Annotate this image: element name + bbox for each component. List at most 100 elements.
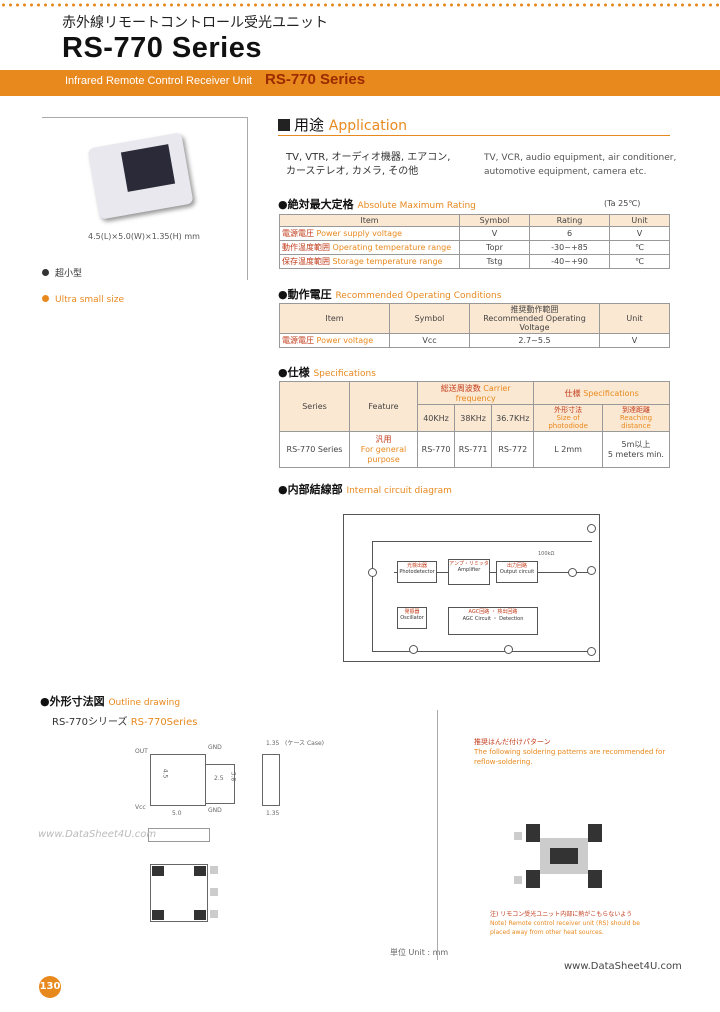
model-cell: RS-772 bbox=[491, 431, 535, 468]
note-en: placed away from other heat sources. bbox=[490, 929, 604, 936]
unit-cell: ℃ bbox=[609, 240, 670, 255]
solder-pad bbox=[588, 870, 602, 888]
circuit-wire bbox=[372, 651, 592, 652]
block-jp: 光検出器 bbox=[406, 563, 427, 569]
series-title: RS-770 Series bbox=[62, 32, 262, 64]
col-header-en: Recommended Operating Voltage bbox=[483, 314, 586, 332]
out-terminal bbox=[587, 566, 596, 575]
circuit-wire bbox=[372, 541, 592, 542]
table-row: 保存温度範囲 Storage temperature range Tstg -4… bbox=[279, 254, 670, 269]
pad bbox=[194, 866, 206, 876]
model-cell: RS-770 bbox=[416, 431, 456, 468]
page-number: 130 bbox=[39, 976, 61, 998]
col-header: Item bbox=[279, 303, 390, 334]
spec-en: Specifications bbox=[583, 388, 639, 398]
specs-heading: ●仕様 Specifications bbox=[278, 366, 376, 379]
series-cell: RS-770 Series bbox=[279, 431, 350, 468]
item-jp: 電源電圧 bbox=[282, 229, 314, 238]
spec-jp: 仕様 bbox=[564, 388, 581, 398]
solder-center-pad bbox=[550, 848, 578, 864]
unit-label: 単位 Unit : mm bbox=[390, 948, 449, 957]
package-front-view bbox=[148, 828, 210, 842]
dim-38: 3.8 bbox=[229, 771, 237, 782]
symbol-cell: V bbox=[459, 226, 530, 241]
col-header: Rating bbox=[529, 214, 610, 227]
circuit-node bbox=[368, 568, 377, 577]
pad bbox=[210, 866, 218, 874]
pad bbox=[152, 866, 164, 876]
pad bbox=[210, 910, 218, 918]
range-cell: 2.7~5.5 bbox=[469, 333, 600, 348]
circuit-heading: ●内部結線部 Internal circuit diagram bbox=[278, 483, 452, 496]
product-chip-lens bbox=[120, 144, 176, 192]
product-photo-frame bbox=[42, 117, 248, 280]
item-en: Power supply voltage bbox=[316, 229, 403, 238]
block-en: Amplifier bbox=[457, 567, 481, 573]
application-jp-line: TV, VTR, オーディオ機器, エアコン, bbox=[286, 152, 451, 163]
application-en-line: TV, VCR, audio equipment, air conditione… bbox=[484, 153, 677, 163]
section-divider bbox=[437, 710, 438, 960]
table-row: 電源電圧 Power supply voltage V 6 V bbox=[279, 226, 670, 241]
block-en: Photodetector bbox=[399, 569, 435, 575]
dist-en: 5 meters min. bbox=[607, 449, 664, 459]
pin-label-gnd-2: GND bbox=[208, 807, 222, 814]
outline-series: RS-770シリーズ RS-770Series bbox=[52, 713, 197, 728]
application-heading-en: Application bbox=[328, 118, 408, 134]
op-voltage-heading-jp: 動作電圧 bbox=[287, 288, 332, 301]
feature-2-text: Ultra small size bbox=[55, 295, 124, 305]
watermark: www.DataSheet4U.com bbox=[564, 961, 682, 972]
bullet-icon bbox=[42, 295, 49, 302]
note-en: Note) Remote control receiver unit (RS) … bbox=[490, 920, 640, 927]
feature-en: purpose bbox=[367, 454, 400, 464]
abs-max-condition: (Ta 25℃) bbox=[604, 199, 641, 208]
block-jp: AGC回路 ・ 検出回路 bbox=[468, 609, 518, 615]
block-en: AGC Circuit ・ Detection bbox=[462, 616, 524, 622]
solder-pad bbox=[514, 876, 522, 884]
item-cell: 動作温度範囲 Operating temperature range bbox=[279, 240, 460, 255]
unit-cell: ℃ bbox=[609, 254, 670, 269]
rating-cell: 6 bbox=[529, 226, 610, 241]
outline-series-en: RS-770Series bbox=[130, 717, 198, 728]
outline-heading-jp: 外形寸法図 bbox=[49, 695, 105, 708]
rating-cell: -40~+90 bbox=[529, 254, 610, 269]
circuit-heading-jp: 内部結線部 bbox=[287, 483, 343, 496]
item-en: Power voltage bbox=[316, 336, 374, 345]
col-header-spec: 仕様 Specifications bbox=[533, 381, 670, 405]
circuit-node bbox=[409, 645, 418, 654]
resistor-label: 100kΩ bbox=[538, 551, 555, 557]
freq-header: 36.7KHz bbox=[491, 404, 535, 432]
model-cell: RS-771 bbox=[454, 431, 493, 468]
dim-50: 5.0 bbox=[172, 810, 182, 817]
feature-en: For general bbox=[360, 444, 407, 454]
pad bbox=[194, 910, 206, 920]
outline-heading: ●外形寸法図 Outline drawing bbox=[40, 695, 181, 708]
specs-heading-jp: 仕様 bbox=[287, 366, 310, 379]
col-header-carrier: 総送周波数 Carrier frequency bbox=[416, 381, 535, 405]
specs-table: Series Feature 総送周波数 Carrier frequency 仕… bbox=[279, 381, 671, 468]
abs-max-heading: ●絶対最大定格 Absolute Maximum Rating bbox=[278, 198, 476, 211]
application-en-line: automotive equipment, camera etc. bbox=[484, 167, 647, 177]
carrier-en: Carrier frequency bbox=[455, 384, 511, 403]
carrier-jp: 総送周波数 bbox=[440, 384, 481, 393]
item-jp: 電源電圧 bbox=[282, 336, 314, 345]
solder-pad bbox=[526, 870, 540, 888]
header-dot-strip bbox=[0, 3, 720, 7]
col-header-series: Series bbox=[279, 381, 350, 432]
symbol-cell: Tstg bbox=[459, 254, 530, 269]
col-header: Unit bbox=[599, 303, 670, 334]
dist-jp: 5m以上 bbox=[621, 439, 651, 449]
square-bullet-icon bbox=[278, 119, 290, 131]
block-en: Oscillator bbox=[400, 615, 424, 621]
jp-title: 赤外線リモートコントロール受光ユニット bbox=[62, 15, 328, 31]
pin-label-vcc: Vcc bbox=[135, 804, 146, 811]
product-dimensions: 4.5(L)×5.0(W)×1.35(H) mm bbox=[88, 232, 200, 241]
title-band bbox=[0, 70, 720, 96]
package-side-lens bbox=[205, 764, 235, 804]
abs-max-heading-jp: 絶対最大定格 bbox=[287, 198, 354, 211]
circuit-wire bbox=[394, 572, 594, 573]
